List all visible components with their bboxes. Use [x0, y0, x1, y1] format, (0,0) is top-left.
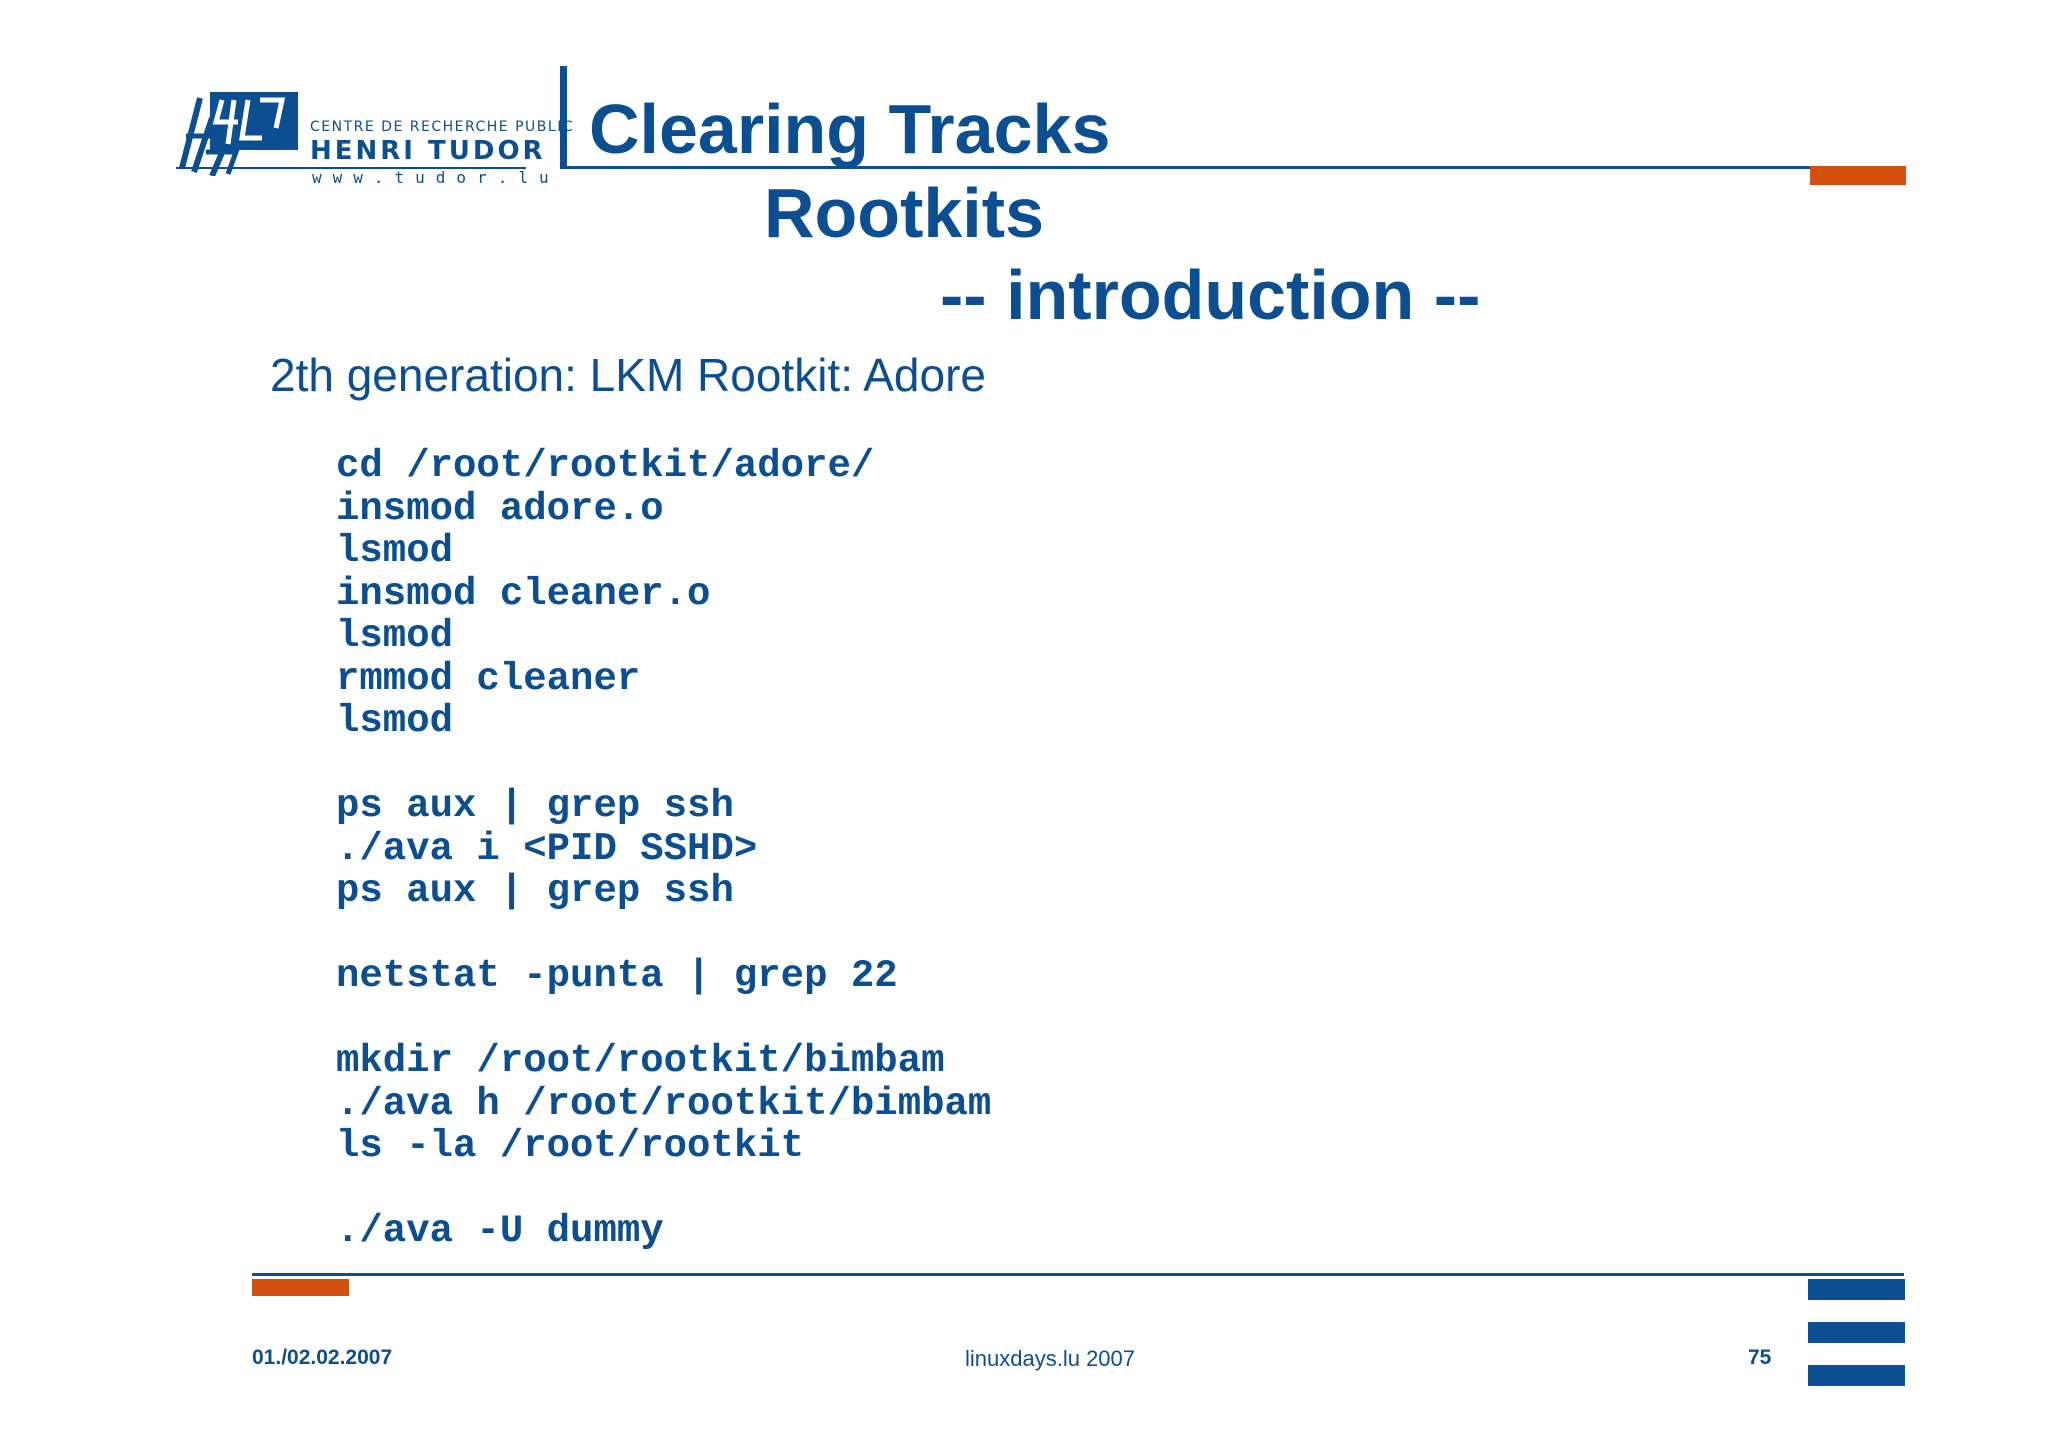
code-line: rmmod cleaner — [336, 656, 641, 701]
henri-tudor-logo-icon — [179, 92, 298, 176]
logo-text-name: HENRI TUDOR — [310, 136, 546, 166]
code-line: lsmod — [336, 529, 454, 573]
code-line: ./ava -U dummy — [336, 1209, 664, 1253]
code-line: ls -la /root/rootkit — [336, 1124, 805, 1168]
logo-underline — [176, 167, 526, 169]
logo-text-url: www.tudor.lu — [312, 168, 560, 187]
code-line: mkdir /root/rootkit/bimbam — [336, 1039, 945, 1083]
code-line: lsmod — [336, 614, 454, 658]
footer-blue-bar — [1808, 1322, 1905, 1343]
code-line: lsmod — [336, 699, 454, 743]
code-line-blank — [336, 913, 991, 956]
logo-text-institution: CENTRE DE RECHERCHE PUBLIC — [310, 119, 575, 135]
footer-blue-bar — [1808, 1365, 1905, 1386]
code-line: ./ava i <PID SSHD> — [336, 826, 758, 871]
header-rule — [560, 166, 1904, 169]
code-line: netstat -punta | grep 22 — [336, 954, 898, 998]
code-line: ./ava h /root/rootkit/bimbam — [336, 1081, 992, 1126]
footer-event: linuxdays.lu 2007 — [965, 1346, 1136, 1371]
footer-rule — [252, 1273, 1904, 1276]
slide-title: Clearing Tracks — [589, 90, 1111, 168]
slide-subtitle: 2th generation: LKM Rootkit: Adore — [270, 349, 986, 401]
footer-date: 01./02.02.2007 — [252, 1346, 393, 1369]
title-vertical-bar — [560, 66, 567, 168]
code-line: insmod adore.o — [336, 486, 664, 531]
code-line: cd /root/rootkit/adore/ — [336, 444, 875, 488]
code-line-blank — [336, 1168, 991, 1211]
code-line: insmod cleaner.o — [336, 571, 711, 616]
code-block: cd /root/rootkit/adore/ insmod adore.o l… — [336, 445, 991, 1253]
footer-orange-accent — [252, 1279, 349, 1296]
code-line-blank — [336, 998, 991, 1041]
slide-title-rootkits: Rootkits — [764, 174, 1044, 252]
code-line: ps aux | grep ssh — [336, 869, 734, 913]
code-line-blank — [336, 743, 991, 786]
header-orange-accent — [1810, 166, 1906, 185]
code-line: ps aux | grep ssh — [336, 784, 734, 828]
footer-blue-bar — [1808, 1279, 1905, 1300]
slide-title-introduction: -- introduction -- — [940, 256, 1481, 334]
page-number: 75 — [1748, 1346, 1772, 1369]
